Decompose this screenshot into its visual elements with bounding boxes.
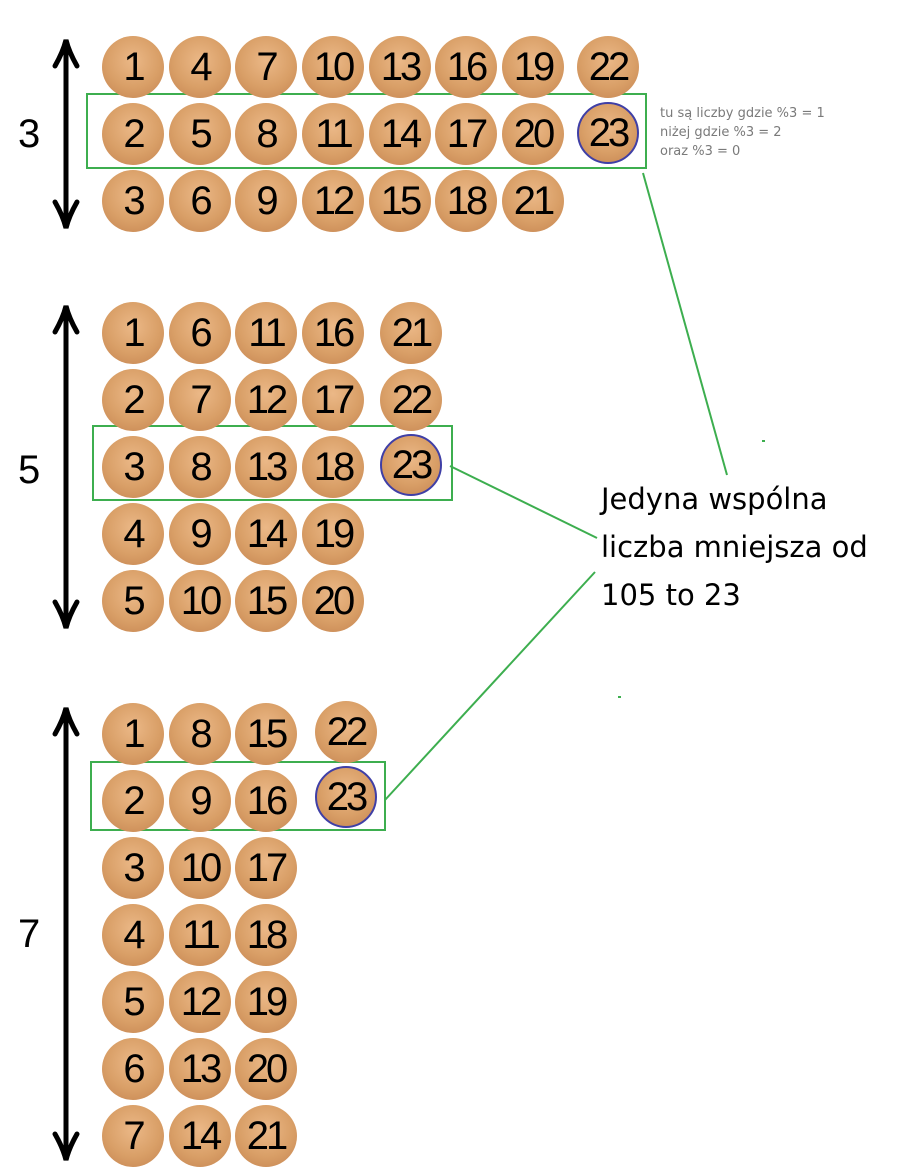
number-ball: 21 <box>235 1105 297 1167</box>
number-ball: 3 <box>102 837 164 899</box>
number-ball: 17 <box>235 837 297 899</box>
number-ball: 22 <box>315 701 377 763</box>
number-ball: 9 <box>169 503 231 565</box>
number-ball: 13 <box>169 1038 231 1100</box>
number-ball: 10 <box>169 570 231 632</box>
number-ball: 6 <box>102 1038 164 1100</box>
number-ball: 20 <box>302 570 364 632</box>
number-ball: 21 <box>380 302 442 364</box>
number-ball: 22 <box>380 369 442 431</box>
remainder-note-line: oraz %3 = 0 <box>660 144 741 159</box>
number-ball: 8 <box>235 103 297 165</box>
number-ball: 20 <box>235 1038 297 1100</box>
number-ball: 3 <box>102 436 164 498</box>
number-ball: 7 <box>102 1105 164 1167</box>
number-ball: 21 <box>502 170 564 232</box>
number-ball: 19 <box>302 503 364 565</box>
number-ball: 12 <box>235 369 297 431</box>
number-ball: 12 <box>169 971 231 1033</box>
number-ball: 12 <box>302 170 364 232</box>
number-ball-highlighted: 23 <box>315 766 377 828</box>
stray-dot <box>762 440 765 442</box>
number-ball: 18 <box>235 904 297 966</box>
number-ball: 13 <box>369 36 431 98</box>
number-ball: 6 <box>169 302 231 364</box>
number-ball: 15 <box>369 170 431 232</box>
number-ball: 3 <box>102 170 164 232</box>
number-ball: 6 <box>169 170 231 232</box>
number-ball: 11 <box>302 103 364 165</box>
number-ball: 19 <box>502 36 564 98</box>
number-ball: 14 <box>369 103 431 165</box>
number-ball: 11 <box>235 302 297 364</box>
number-ball: 4 <box>169 36 231 98</box>
arrow-down-head <box>52 1131 80 1161</box>
arrow-up-head <box>52 707 80 737</box>
remainder-note-line: tu są liczby gdzie %3 = 1 <box>660 106 825 121</box>
number-ball: 22 <box>577 36 639 98</box>
number-ball: 15 <box>235 703 297 765</box>
conclusion-line: Jedyna wspólna <box>601 482 828 516</box>
number-ball: 1 <box>102 36 164 98</box>
connector-line <box>642 172 728 476</box>
number-ball: 5 <box>102 570 164 632</box>
conclusion-line: liczba mniejsza od <box>601 530 868 564</box>
number-ball: 13 <box>235 436 297 498</box>
number-ball-highlighted: 23 <box>577 102 639 164</box>
number-ball: 4 <box>102 503 164 565</box>
arrow-up-head <box>52 39 80 69</box>
number-ball: 17 <box>302 369 364 431</box>
highlight-row-box-7 <box>90 761 386 831</box>
number-ball: 11 <box>169 904 231 966</box>
arrow-down-head <box>52 599 80 629</box>
number-ball: 7 <box>169 369 231 431</box>
number-ball: 1 <box>102 703 164 765</box>
group-label-3: 3 <box>18 112 41 156</box>
number-ball: 10 <box>302 36 364 98</box>
number-ball: 8 <box>169 436 231 498</box>
arrow-down-head <box>52 199 80 229</box>
number-ball: 17 <box>435 103 497 165</box>
number-ball: 2 <box>102 369 164 431</box>
number-ball: 10 <box>169 837 231 899</box>
number-ball: 2 <box>102 770 164 832</box>
number-ball: 1 <box>102 302 164 364</box>
connector-line <box>384 571 596 801</box>
number-ball: 8 <box>169 703 231 765</box>
conclusion-text: Jedyna wspólna liczba mniejsza od 105 to 2… <box>601 475 868 619</box>
number-ball: 16 <box>435 36 497 98</box>
number-ball: 5 <box>102 971 164 1033</box>
connector-line <box>449 465 598 539</box>
number-ball: 2 <box>102 103 164 165</box>
arrow-up-head <box>52 305 80 335</box>
number-ball: 9 <box>235 170 297 232</box>
number-ball: 15 <box>235 570 297 632</box>
number-ball: 9 <box>169 770 231 832</box>
remainder-note-line: niżej gdzie %3 = 2 <box>660 125 782 140</box>
stray-dot <box>618 696 621 698</box>
number-ball: 16 <box>302 302 364 364</box>
number-ball: 14 <box>169 1105 231 1167</box>
number-ball: 5 <box>169 103 231 165</box>
number-ball: 16 <box>235 770 297 832</box>
number-ball-highlighted: 23 <box>380 434 442 496</box>
number-ball: 18 <box>302 436 364 498</box>
group-label-5: 5 <box>18 448 41 492</box>
highlight-row-box-3 <box>86 93 647 169</box>
number-ball: 18 <box>435 170 497 232</box>
number-ball: 19 <box>235 971 297 1033</box>
conclusion-line: 105 to 23 <box>601 578 741 612</box>
group-label-7: 7 <box>18 912 41 956</box>
number-ball: 14 <box>235 503 297 565</box>
number-ball: 20 <box>502 103 564 165</box>
number-ball: 7 <box>235 36 297 98</box>
remainder-note: tu są liczby gdzie %3 = 1 niżej gdzie %3 … <box>660 104 825 161</box>
number-ball: 4 <box>102 904 164 966</box>
